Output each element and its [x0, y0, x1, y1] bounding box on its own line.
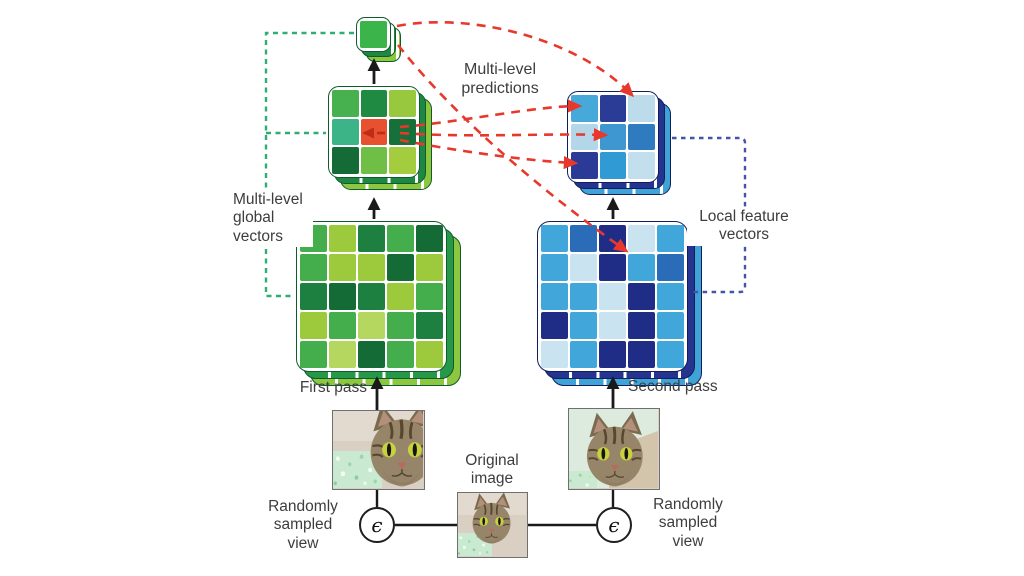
local_map_3x3-cell [571, 95, 598, 122]
global_map_5x5-cell [416, 225, 443, 252]
global_map_3x3-cell [360, 90, 388, 117]
local_map_5x5-cell [657, 341, 684, 368]
local_map_3x3-cell [599, 95, 627, 122]
global_map_5x5-cell [358, 341, 385, 368]
local_map_5x5-cell [599, 225, 626, 252]
local_map_5x5 [537, 221, 688, 372]
global_map_5x5-cell [387, 254, 414, 281]
global_map_3x3-cell [332, 90, 359, 117]
global_map_5x5 [296, 221, 447, 372]
local_map_5x5-cell [599, 341, 626, 368]
global_map_5x5-cell [300, 254, 327, 281]
global_map_5x5-cell [329, 254, 356, 281]
local_map_5x5-cell [599, 283, 626, 310]
local-feature-vectors-label: Local feature vectors [687, 207, 801, 246]
local_map_3x3-cell [628, 152, 655, 179]
local_map_5x5-cell [628, 312, 655, 339]
epsilon-symbol: ϵ [371, 513, 383, 537]
local_map_5x5-cell [657, 254, 684, 281]
global_map_5x5-cell [416, 341, 443, 368]
local_map_5x5-cell [570, 225, 597, 252]
local_map_3x3-cell [599, 123, 627, 151]
global_map_5x5-cell [387, 341, 414, 368]
local_map_3x3-cell [571, 152, 598, 179]
local_map_5x5-cell [541, 312, 568, 339]
global_map_5x5-cell [387, 225, 414, 252]
global_map_5x5-cell [300, 283, 327, 310]
global_token [356, 17, 391, 52]
local_map_5x5-cell [628, 283, 655, 310]
global_map_5x5-cell [329, 312, 356, 339]
global_map_5x5-cell [387, 283, 414, 310]
original-image [457, 492, 528, 558]
global_map_5x5-cell [358, 283, 385, 310]
global_map_3x3-cell [332, 147, 359, 174]
local_map_5x5-cell [541, 254, 568, 281]
local_map_3x3-cell [628, 123, 655, 151]
local_map_5x5-cell [541, 225, 568, 252]
global_map_5x5-cell [358, 312, 385, 339]
sampled-view-image-right [568, 408, 660, 490]
original-image-label: Original image [465, 452, 519, 488]
local_map_5x5-cell [570, 254, 597, 281]
epsilon-symbol: ϵ [608, 513, 620, 537]
global_map_5x5-cell [300, 341, 327, 368]
local_map_5x5-cell [657, 225, 684, 252]
global_map_3x3-cell [360, 118, 388, 146]
local_map_5x5-cell [570, 312, 597, 339]
epsilon-node-left: ϵ [359, 507, 395, 543]
local_map_5x5-cell [570, 283, 597, 310]
global_map_3x3-cell [389, 147, 416, 174]
local_map_5x5-cell [657, 283, 684, 310]
local_map_5x5-cell [599, 254, 626, 281]
local_map_5x5-cell [541, 341, 568, 368]
local_map_5x5-cell [599, 312, 626, 339]
sampled-view-image-left [332, 410, 425, 490]
randomly-sampled-view-left-label: Randomly sampled view [268, 498, 338, 552]
global_map_5x5-cell [387, 312, 414, 339]
global_map_5x5-cell [329, 225, 356, 252]
global_token-cell [360, 21, 387, 48]
local_map_3x3 [567, 91, 659, 183]
local_map_3x3-cell [628, 95, 655, 122]
multi-level-predictions-label: Multi-level predictions [461, 61, 539, 97]
first-pass-label: First pass [299, 379, 367, 396]
global_map_5x5-cell [358, 225, 385, 252]
local_map_3x3-cell [599, 152, 627, 179]
global_map_3x3-cell [332, 118, 359, 146]
global_map_5x5-cell [329, 341, 356, 368]
second-pass-label: Second pass [628, 378, 718, 395]
multi-level-global-vectors-label: Multi-level global vectors [231, 190, 313, 247]
global_map_5x5-cell [416, 312, 443, 339]
local_map_5x5-cell [570, 341, 597, 368]
local_map_3x3-cell [571, 123, 598, 151]
global_map_5x5-cell [416, 254, 443, 281]
randomly-sampled-view-right-label: Randomly sampled view [653, 496, 723, 550]
local_map_5x5-cell [628, 225, 655, 252]
local_map_5x5-cell [541, 283, 568, 310]
global_map_5x5-cell [300, 312, 327, 339]
local_map_5x5-cell [657, 312, 684, 339]
global_map_3x3-cell [389, 118, 416, 146]
global_map_3x3-cell [389, 90, 416, 117]
epsilon-node-right: ϵ [596, 507, 632, 543]
local_map_5x5-cell [628, 341, 655, 368]
global_map_3x3-cell [360, 147, 388, 174]
global_map_5x5-cell [416, 283, 443, 310]
local_map_5x5-cell [628, 254, 655, 281]
global_map_3x3 [328, 86, 420, 178]
global_map_5x5-cell [358, 254, 385, 281]
global_map_5x5-cell [329, 283, 356, 310]
